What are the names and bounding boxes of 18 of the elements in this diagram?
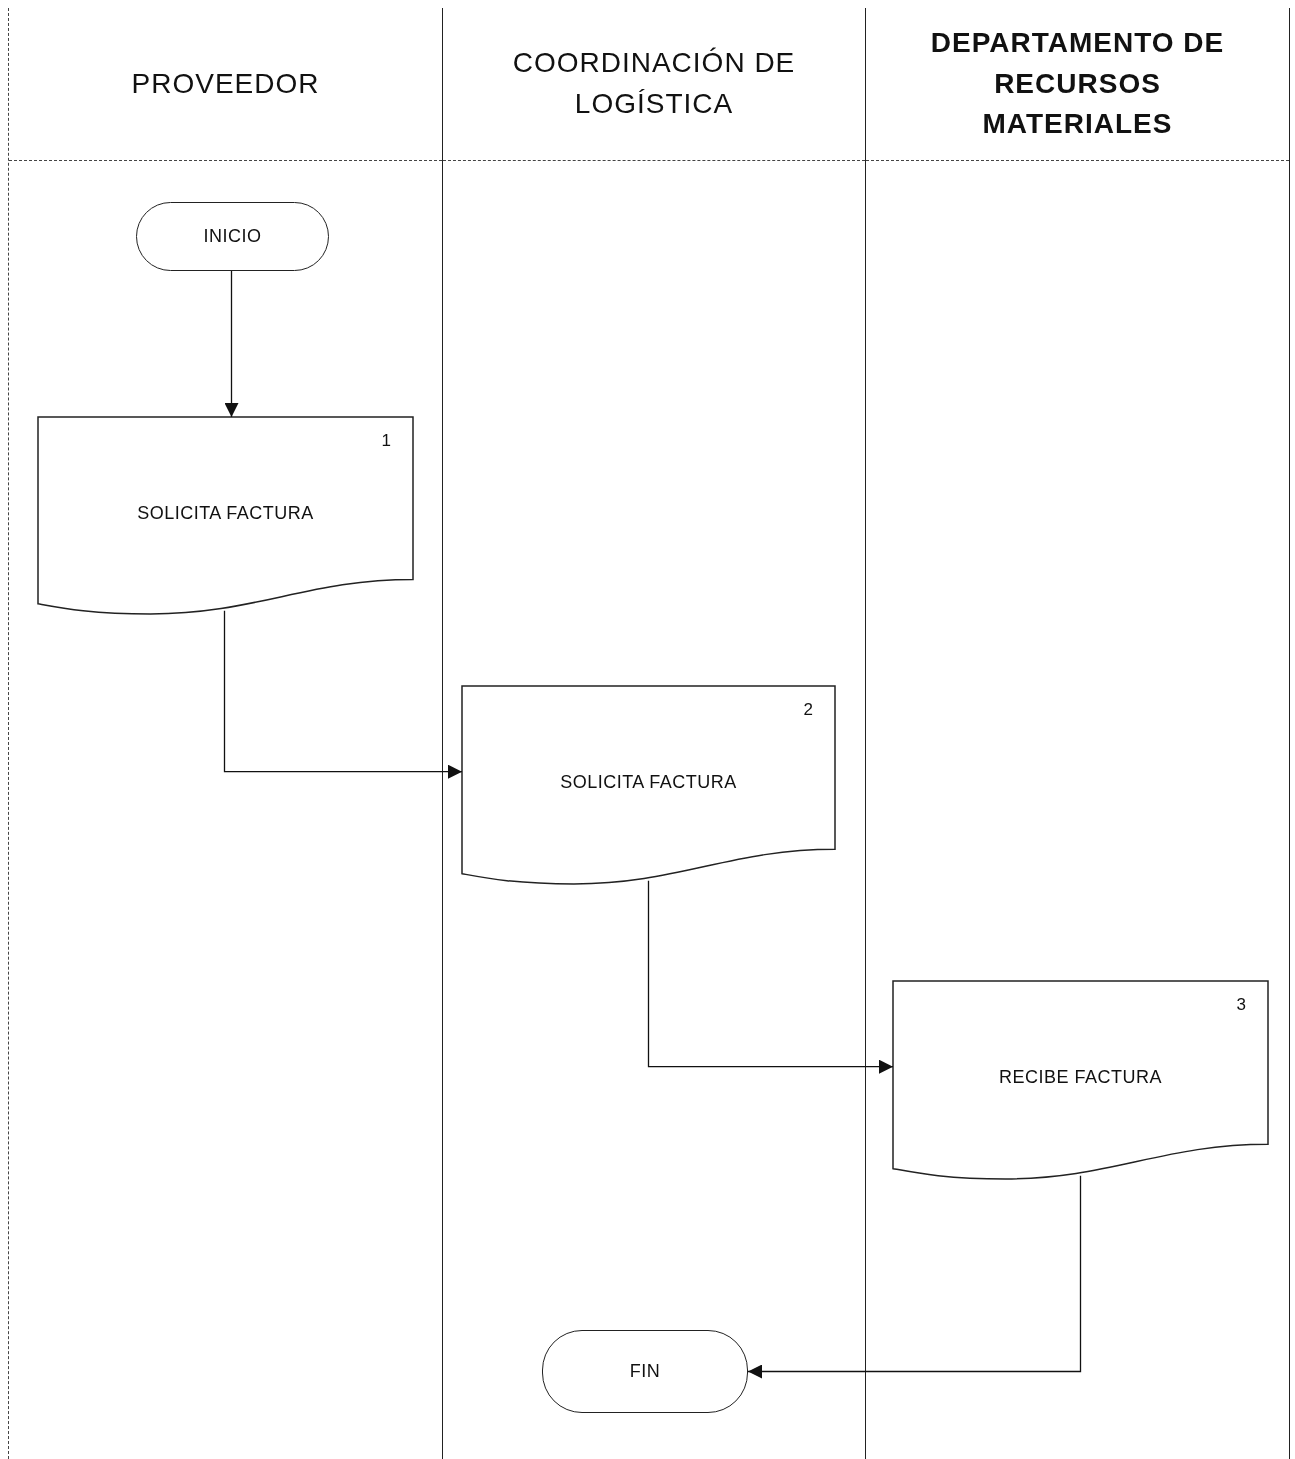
step-text: SOLICITA FACTURA <box>559 772 738 793</box>
arrow <box>224 270 239 418</box>
step-number: 1 <box>381 431 391 451</box>
terminal-text: FIN <box>629 1361 661 1382</box>
step-number: 3 <box>1236 995 1246 1015</box>
lane-title: PROVEEDOR <box>131 66 320 101</box>
arrow <box>647 880 894 1074</box>
swimlane <box>443 8 866 1459</box>
terminal-text: INICIO <box>203 226 262 247</box>
step-text: SOLICITA FACTURA <box>136 503 315 524</box>
swimlane <box>866 8 1290 1459</box>
lane-title: COORDINACIÓN DE LOGÍSTICA <box>511 46 797 121</box>
step-text: RECIBE FACTURA <box>998 1067 1163 1088</box>
arrow <box>747 1175 1082 1379</box>
lane-title: DEPARTAMENTO DE RECURSOS MATERIALES <box>929 26 1226 142</box>
swimlane <box>8 8 443 1459</box>
step-number: 2 <box>803 700 813 720</box>
arrow <box>223 610 463 779</box>
